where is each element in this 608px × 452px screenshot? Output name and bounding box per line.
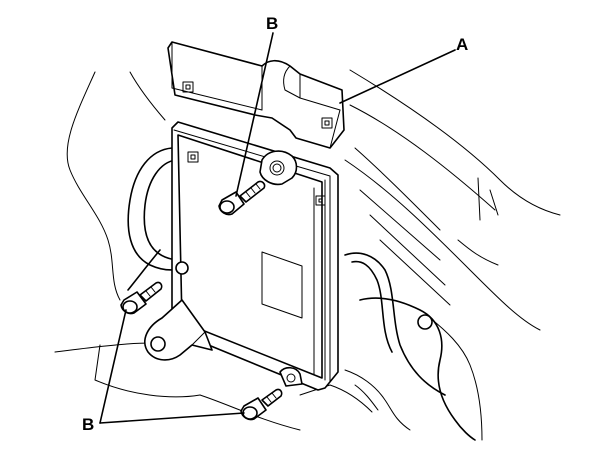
callout-b-bottom: B [82,415,94,434]
callout-b-top: B [266,14,278,33]
callout-a: A [456,35,468,54]
mounting-bolt-upper [218,180,266,216]
vehicle-body-panel [54,69,561,441]
mounting-bolt-left [120,281,163,315]
mounting-bolt-bottom [240,388,283,421]
bracket-cover [167,41,345,149]
leader-lines [99,32,456,424]
control-module [144,121,339,391]
